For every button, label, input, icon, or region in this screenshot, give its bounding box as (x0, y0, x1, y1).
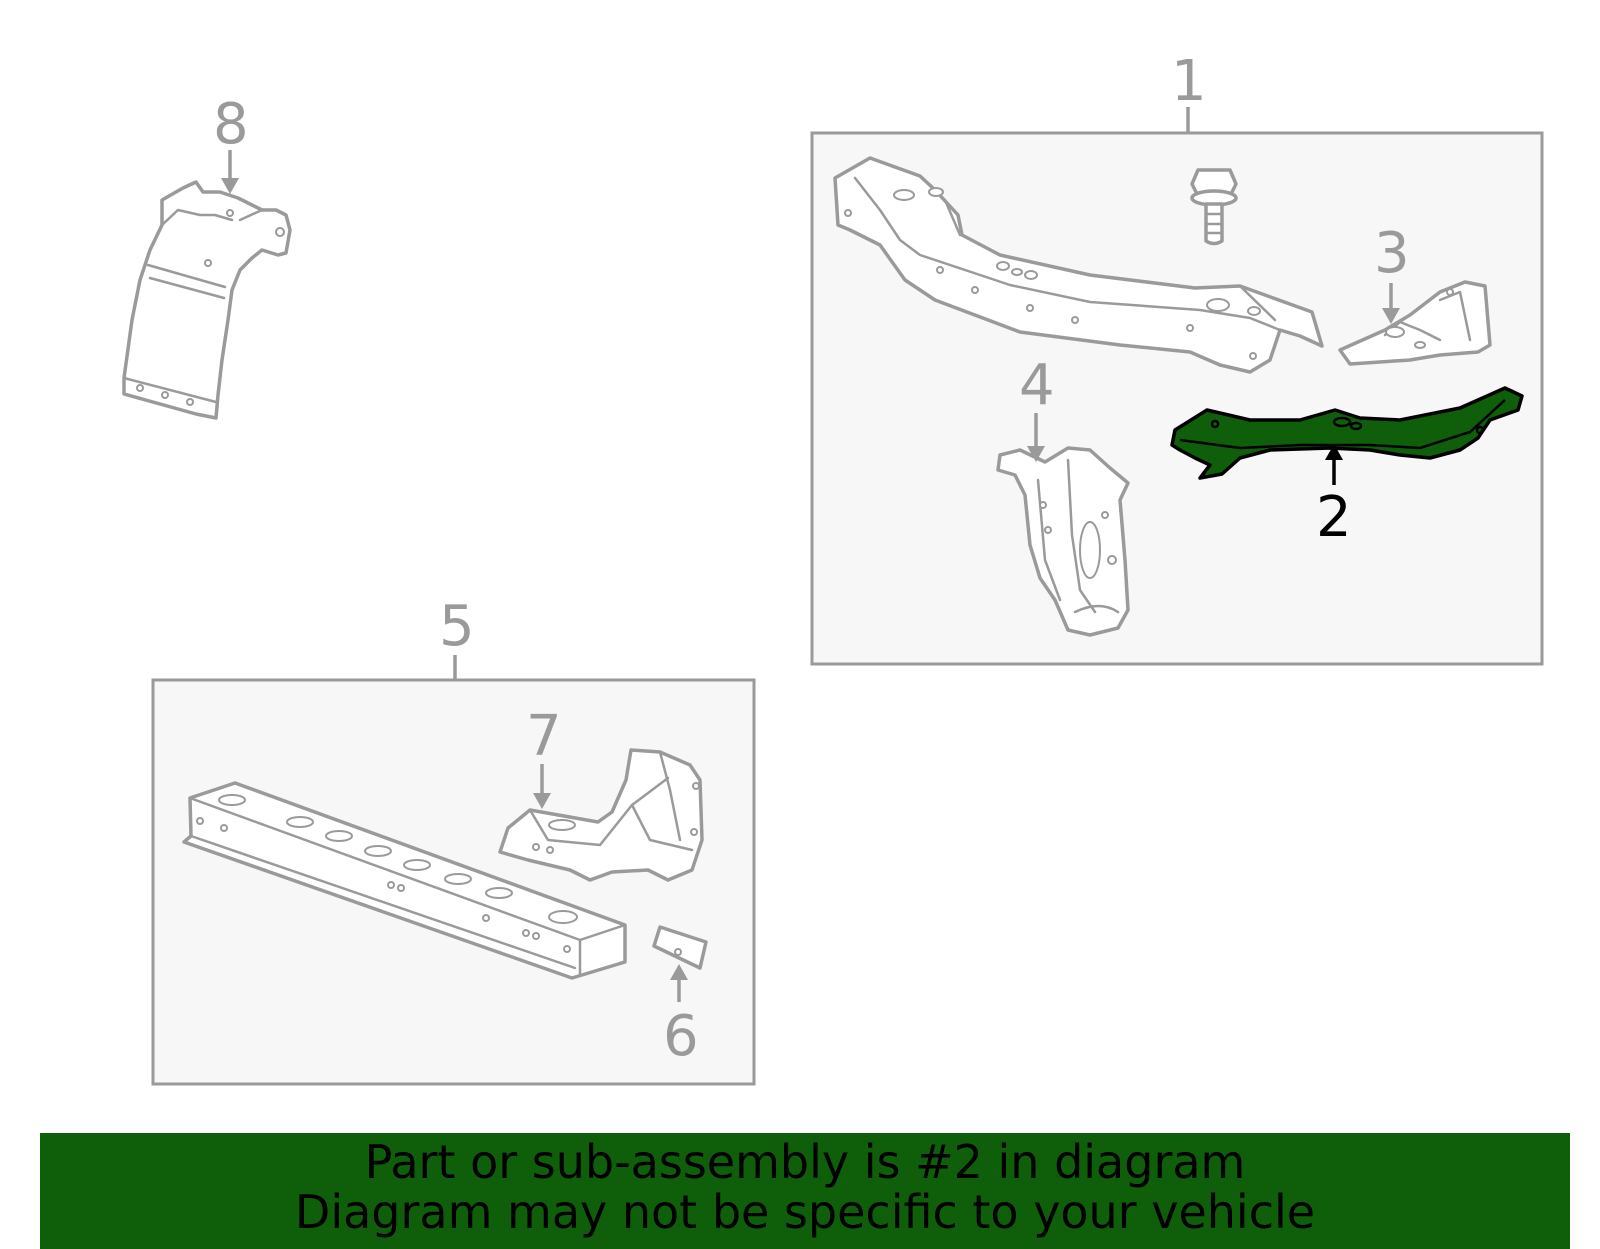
part-1-tie-bar (833, 156, 1324, 374)
banner-line-1: Part or sub-assembly is #2 in diagram (364, 1135, 1246, 1189)
part-4-side-bracket (996, 446, 1130, 637)
part-2-lower-tie-bar-highlighted (1170, 386, 1524, 480)
part-8-air-deflector (122, 180, 292, 420)
part-7-bracket (498, 748, 704, 882)
info-banner: Part or sub-assembly is #2 in diagram Di… (40, 1133, 1570, 1249)
callout-6: 6 (663, 1004, 699, 1069)
callout-5: 5 (439, 594, 475, 659)
callout-3: 3 (1374, 221, 1410, 286)
callout-8: 8 (213, 92, 249, 157)
bolt (1190, 168, 1238, 246)
callout-2: 2 (1316, 485, 1352, 550)
callout-7: 7 (526, 704, 562, 769)
part-6-plate (652, 925, 708, 970)
callout-1: 1 (1171, 49, 1207, 114)
callout-4: 4 (1019, 353, 1055, 418)
banner-line-2: Diagram may not be specific to your vehi… (294, 1185, 1316, 1239)
part-5-lower-crossmember (182, 781, 627, 980)
part-3-bracket (1338, 280, 1492, 366)
